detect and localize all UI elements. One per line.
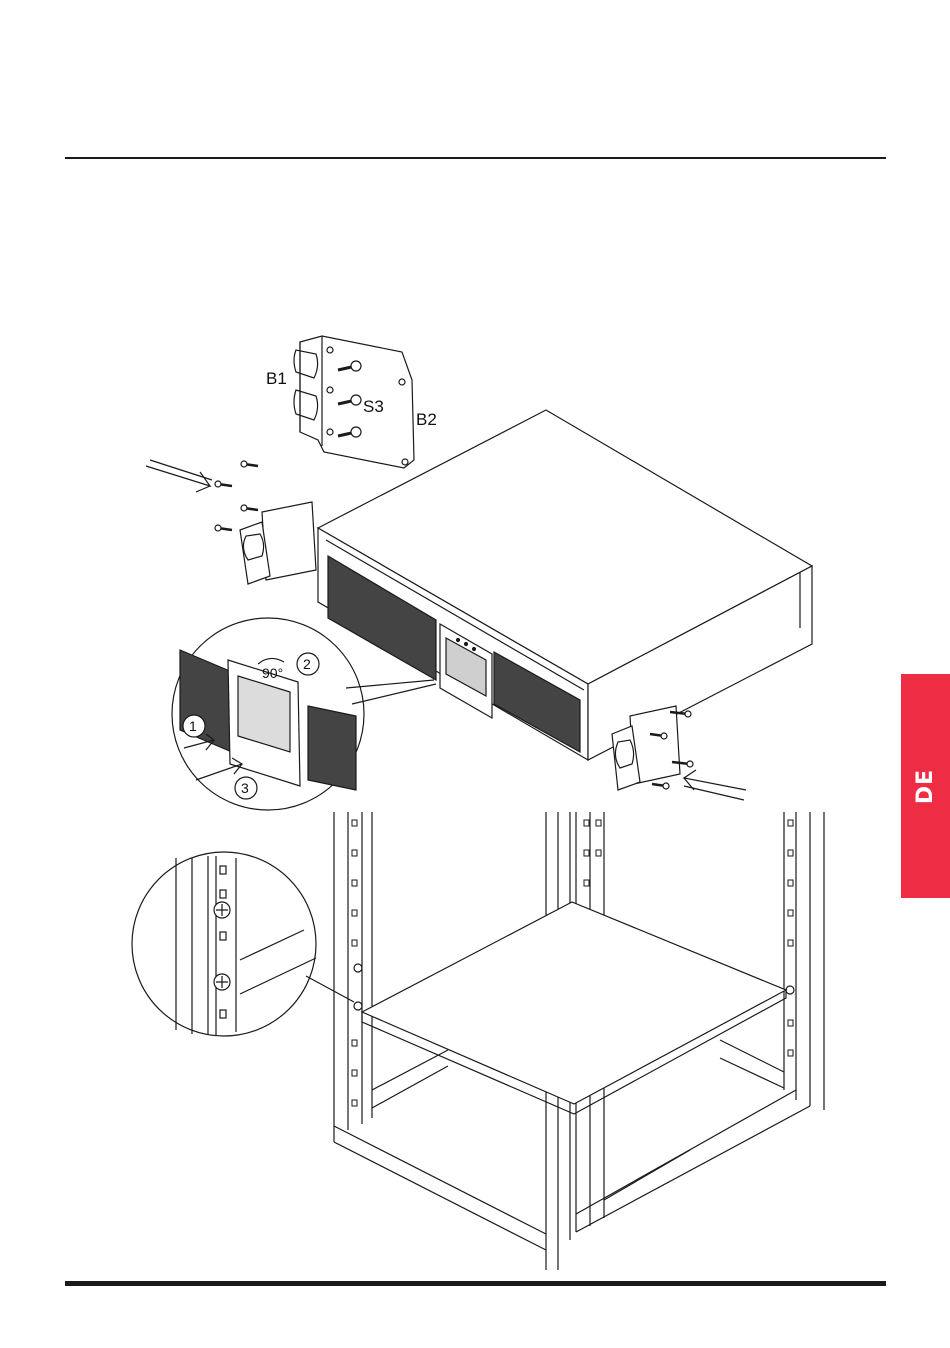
language-tab[interactable]: DE <box>901 674 950 898</box>
footer-rule <box>65 1281 886 1286</box>
screw-icon <box>215 481 232 487</box>
bracket-hole <box>327 429 333 435</box>
step-3-number: 3 <box>241 780 249 796</box>
step-1-number: 1 <box>189 718 197 734</box>
rack-screw-icon <box>354 964 362 972</box>
screw-icon <box>241 505 258 511</box>
left-mount-bracket <box>240 502 316 584</box>
screw-icon <box>215 525 232 531</box>
screw-icon <box>338 427 361 437</box>
bracket-hole <box>402 459 408 465</box>
rail-detail-zoom <box>132 852 354 1036</box>
step-2-number: 2 <box>303 656 311 672</box>
rack-screw-icon <box>214 974 230 990</box>
bracket-hole <box>327 387 333 393</box>
label-b1: B1 <box>266 369 287 388</box>
rotation-angle-label: 90° <box>262 665 283 681</box>
bracket-detail: B1 S3 B2 <box>266 336 437 468</box>
label-b2: B2 <box>416 410 437 429</box>
rack-screw-icon <box>354 1002 362 1010</box>
rack-cabinet <box>334 812 824 1270</box>
bracket-hole <box>327 347 333 353</box>
bracket-hole <box>399 379 405 385</box>
screw-icon <box>652 783 669 789</box>
arrow-icon <box>146 466 210 492</box>
ups-unit <box>318 410 812 760</box>
language-tab-label: DE <box>913 768 938 803</box>
label-s3: S3 <box>363 397 384 416</box>
arrow-icon <box>684 770 746 790</box>
screw-icon <box>241 461 258 467</box>
rack-screw-icon <box>214 902 230 918</box>
screw-icon <box>338 395 361 405</box>
screw-icon <box>338 361 361 371</box>
